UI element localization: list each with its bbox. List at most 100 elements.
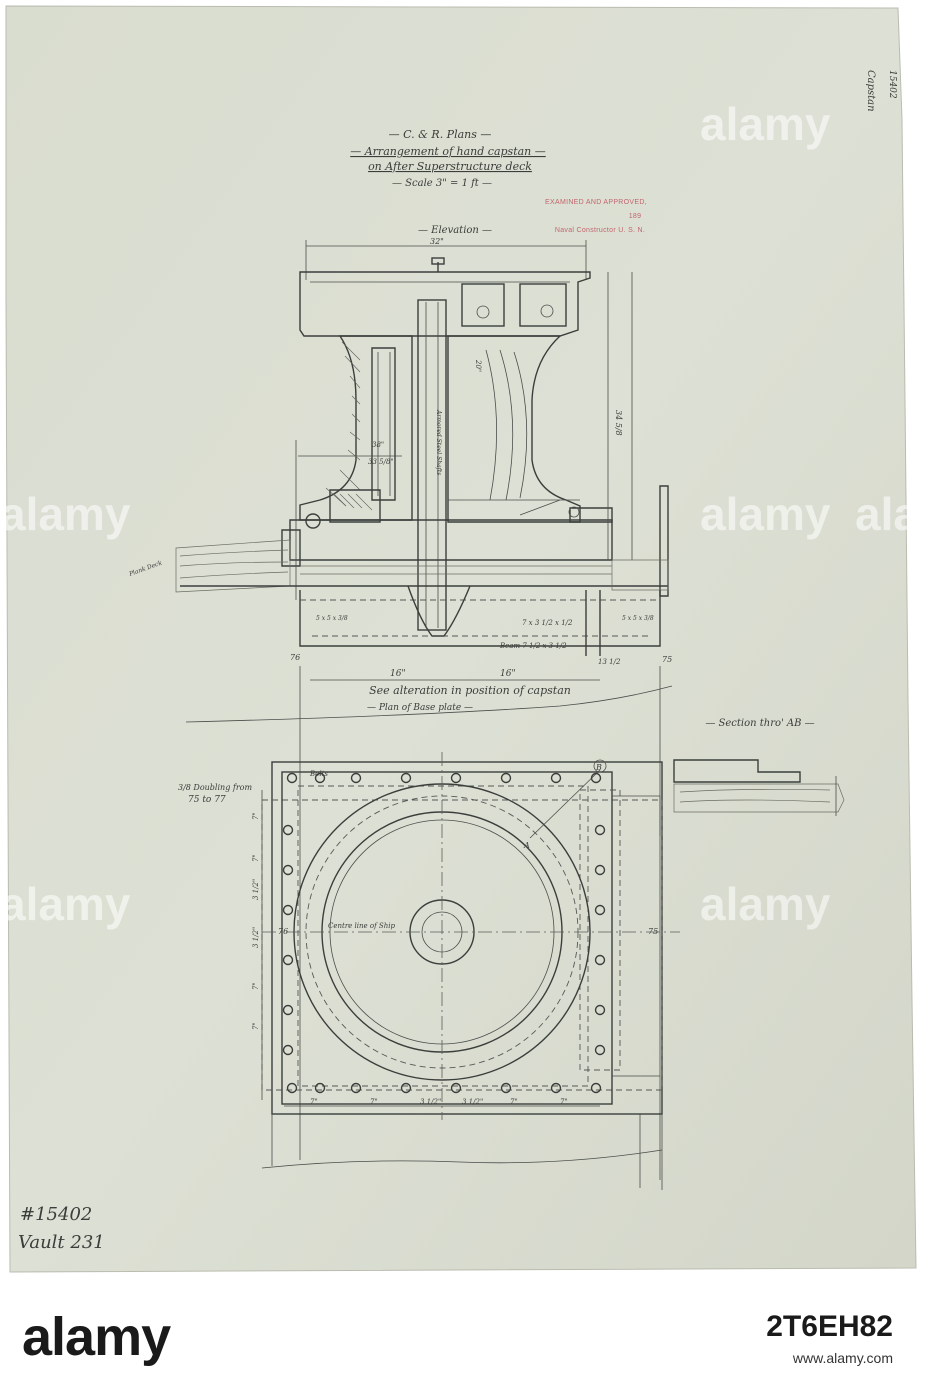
bottom-dim-label: 7" [310,1098,318,1106]
paper-sheet [5,5,917,1273]
blueprint-sheet: — C. & R. Plans — — Arrangement of hand … [0,5,929,1273]
dim-38: 38" [372,441,384,449]
side-dim-label: 3 1/2" [252,927,260,948]
watermark-2: alamy [700,488,831,540]
bolt-hole [282,864,294,876]
beam-note: Beam 7 1/2 x 3 1/2 [499,642,567,650]
bolt-hole [590,772,602,784]
label-a: A [523,841,530,850]
stock-footer: alamy 2T6EH82 www.alamy.com [0,1280,929,1390]
bolt-hole [400,1082,412,1094]
dim-16-right: 16" [500,669,516,679]
stamp-line-2: 189 [629,213,642,220]
doubling-line-2: 75 to 77 [188,795,226,805]
title-line-4: — Scale 3" = 1 ft — [392,178,492,189]
bolt-hole [400,772,412,784]
side-dim-label: 3 1/2" [252,879,260,900]
bolt-hole [590,1082,602,1094]
bolt-hole [450,1082,462,1094]
bolt-hole [282,1044,294,1056]
dim-20: 20" [474,359,482,372]
bolt-hole [550,772,562,784]
small-dim: 13 1/2 [598,658,621,666]
bolt-hole [500,772,512,784]
bolt-holes [282,772,606,1094]
elevation-view: — Elevation — 32" [127,225,672,1180]
bolt-hole [594,904,606,916]
bolt-hole [350,772,362,784]
section-label: — Section thro' AB — [705,718,814,729]
bolt-hole [282,904,294,916]
bottom-dim-label: 3 1/2" [462,1098,483,1106]
image-id: 2T6EH82 [766,1310,893,1343]
side-dimension-chain: 7" 7" 3 1/2" 3 1/2" 7" 7" [252,812,260,1030]
bottom-dim-label: 3 1/2" [420,1098,441,1106]
angle-right: 5 x 5 x 3/8 [622,615,654,622]
title-line-1: — C. & R. Plans — [389,128,492,141]
centre-line-label: Centre line of Ship [328,922,395,930]
side-dim-label: 7" [252,812,260,820]
bolt-hole [550,1082,562,1094]
bolt-hole [286,1082,298,1094]
plan-frame-right: 75 [648,927,658,936]
bottom-dim-label: 7" [370,1098,378,1106]
approval-stamp: EXAMINED AND APPROVED, 189 Naval Constru… [545,199,647,234]
watermark-6: alamy [855,488,929,540]
watermark-5: alamy [0,878,131,930]
stamp-line-1: EXAMINED AND APPROVED, [545,199,647,206]
corner-note-2: 15402 [887,70,897,99]
shaft-label: Armored Steel Shafts [435,409,442,475]
footer-url[interactable]: www.alamy.com [792,1350,893,1366]
title-line-2: — Arrangement of hand capstan — [350,145,546,158]
dim-16-left: 16" [390,669,406,679]
bolt-hole [282,824,294,836]
bolt-hole [350,1082,362,1094]
catalog-line-2: Vault 231 [18,1232,105,1253]
watermark-4: alamy [0,488,131,540]
bolt-hole [594,864,606,876]
bolt-hole [594,1044,606,1056]
dim-top: 32" [430,237,444,246]
corner-notes: Capstan 15402 [865,70,897,112]
base-plate-plan: 3/8 Doubling from 75 to 77 Bolts Centre … [178,752,680,1190]
title-block: — C. & R. Plans — — Arrangement of hand … [350,128,546,189]
bolt-hole [314,1082,326,1094]
bottom-dim-label: 7" [510,1098,518,1106]
stamp-line-3: Naval Constructor U. S. N. [555,227,645,234]
frame-left: 76 [290,653,300,662]
label-b: B [595,763,602,772]
plan-frame-left: 76 [278,927,288,936]
bolt-hole [594,824,606,836]
elevation-label: — Elevation — [418,225,492,236]
footer-logo[interactable]: alamy [22,1307,171,1367]
angle-left: 5 x 5 x 3/8 [316,615,348,622]
section-ab: — Section thro' AB — [673,718,845,816]
bolt-hole [450,772,462,784]
alteration-note: See alteration in position of capstan [369,684,571,697]
side-dim-label: 7" [252,982,260,990]
bolt-hole [594,1004,606,1016]
corner-note-1: Capstan [865,70,876,112]
frame-right: 75 [662,655,672,664]
bottom-dim-label: 7" [560,1098,568,1106]
bolt-hole [594,954,606,966]
title-line-3: on After Superstructure deck [368,160,532,173]
watermark-1: alamy [700,98,831,150]
bottom-dimension-chain: 7" 7" 3 1/2" 3 1/2" 7" 7" [310,1098,568,1106]
watermark-3: alamy [700,878,831,930]
catalog-line-1: #15402 [20,1204,92,1225]
watermarks: alamy alamy alamy alamy alamy alamy [0,98,929,930]
doubling-line-1: 3/8 Doubling from [178,783,252,792]
bolt-hole [500,1082,512,1094]
bolt-hole [286,772,298,784]
bolt-hole [282,954,294,966]
dim-side: 34 5/8 [614,410,623,436]
side-dim-label: 7" [252,1022,260,1030]
bolt-hole [314,772,326,784]
alteration-notes: 16" 16" See alteration in position of ca… [185,669,673,723]
catalog-label: #15402 Vault 231 [18,1204,105,1253]
side-dim-label: 7" [252,854,260,862]
plate-note: 7 x 3 1/2 x 1/2 [522,619,573,627]
bolt-hole [282,1004,294,1016]
